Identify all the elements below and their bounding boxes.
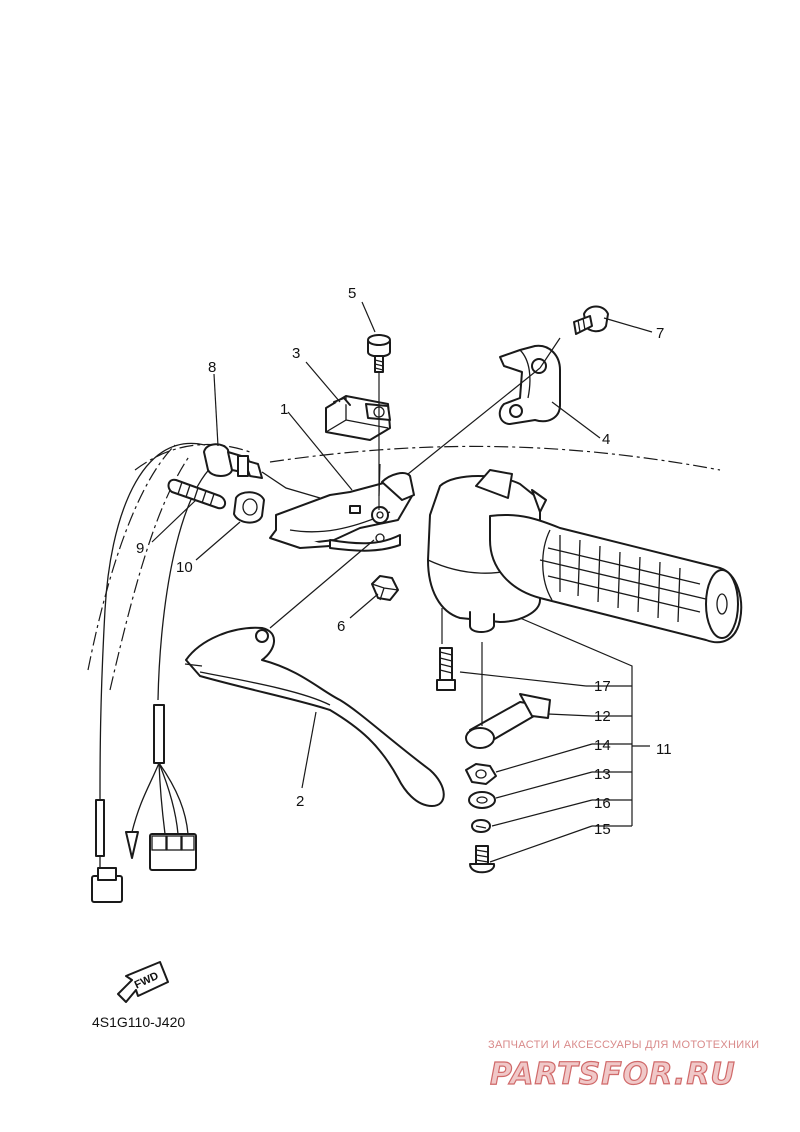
callout-11: 11 (656, 741, 672, 758)
callout-3: 3 (292, 345, 300, 362)
callout-4: 4 (602, 431, 610, 448)
callout-16: 16 (594, 795, 611, 812)
handlebar-outline (87, 443, 721, 691)
callout-17: 17 (594, 678, 611, 695)
callout-12: 12 (594, 708, 611, 725)
clutch-lever (184, 626, 445, 807)
lever-bracket (269, 472, 415, 552)
watermark-subtitle: ЗАПЧАСТИ И АКСЕССУАРЫ ДЛЯ МОТОТЕХНИКИ (488, 1039, 759, 1051)
handlebar-clamp (498, 344, 561, 425)
adjuster-sleeve (167, 478, 226, 510)
callout-7: 7 (656, 325, 664, 342)
clamp-bolt (573, 305, 609, 335)
callout-15: 15 (594, 821, 611, 838)
callout-10: 10 (176, 559, 193, 576)
switch-screw (367, 334, 391, 373)
wiring-harness (91, 442, 231, 903)
watermark-brand: PARTSFOR.RU (490, 1057, 736, 1092)
leader-lines (151, 301, 653, 863)
callout-8: 8 (208, 359, 216, 376)
fwd-arrow-icon (117, 961, 169, 1003)
callout-1: 1 (280, 401, 288, 418)
callout-14: 14 (594, 737, 611, 754)
callout-6: 6 (337, 618, 345, 635)
callout-9: 9 (136, 540, 144, 557)
callout-2: 2 (296, 793, 304, 810)
switch-small-parts (436, 647, 551, 874)
watermark: ЗАПЧАСТИ И АКСЕССУАРЫ ДЛЯ МОТОТЕХНИКИ PA… (488, 1039, 759, 1093)
cable-adjuster (203, 443, 321, 499)
callout-5: 5 (348, 285, 356, 302)
drawing-code: 4S1G110-J420 (92, 1014, 185, 1030)
locknut (233, 491, 265, 524)
clutch-switch (325, 395, 391, 441)
pivot-nut (371, 575, 399, 601)
callout-labels: 1 2 3 4 5 6 7 8 9 10 11 12 13 14 15 16 1… (136, 285, 672, 838)
handlebar-switch (427, 469, 743, 644)
callout-13: 13 (594, 766, 611, 783)
